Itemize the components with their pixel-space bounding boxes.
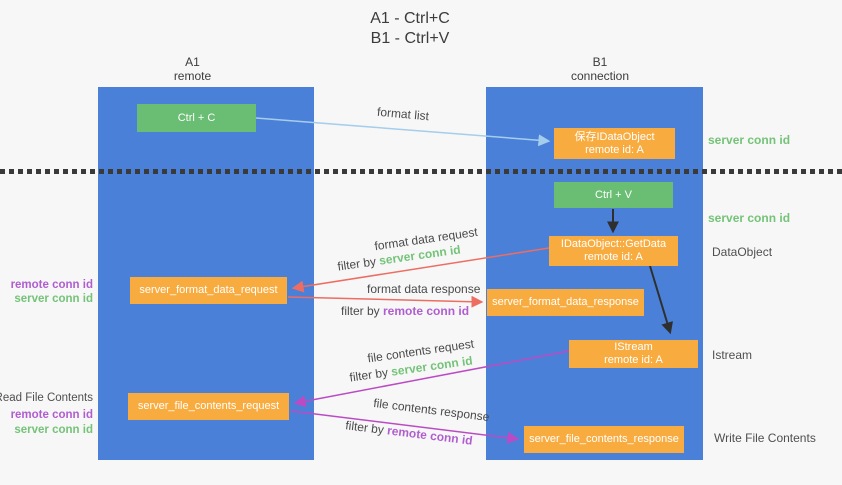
format-list-label: format list — [376, 104, 430, 124]
file-contents-response-label: file contents response — [372, 395, 491, 425]
ctrl-c-box: Ctrl + C — [137, 104, 256, 132]
server-format-data-request-label: server_format_data_request — [139, 284, 278, 296]
istream-line1: IStream — [614, 341, 653, 353]
server-format-data-response-box: server_format_data_response — [487, 289, 644, 316]
diagram-title-line2: B1 - Ctrl+V — [370, 30, 450, 47]
remote-conn-id-text: remote conn id — [386, 423, 474, 448]
server-file-contents-request-box: server_file_contents_request — [128, 393, 289, 420]
istream-side-label: Istream — [712, 348, 753, 362]
idataobject-getdata-line2: remote id: A — [584, 251, 643, 263]
filter-by-text: filter by — [336, 253, 381, 274]
format-data-response-filter-label: filter by remote conn id — [341, 304, 469, 318]
idataobject-getdata-box: IDataObject::GetData remote id: A — [549, 236, 678, 266]
server-conn-id-right-2: server conn id — [708, 211, 791, 225]
lifeline-header-a1: A1 remote — [90, 55, 295, 83]
ctrl-v-box: Ctrl + V — [554, 182, 673, 208]
server-conn-id-left-2: server conn id — [14, 424, 93, 436]
filter-by-text: filter by — [341, 304, 384, 318]
ctrl-v-label: Ctrl + V — [595, 188, 632, 201]
server-conn-id-right-1: server conn id — [708, 133, 791, 147]
istream-box: IStream remote id: A — [569, 340, 698, 368]
remote-conn-id-left-2: remote conn id — [10, 409, 93, 421]
server-format-data-request-box: server_format_data_request — [130, 277, 287, 304]
save-idataobject-line2: remote id: A — [585, 143, 644, 156]
format-data-response-arrow — [287, 295, 484, 308]
lifeline-a1-subtitle: remote — [173, 69, 212, 83]
remote-conn-id-text: remote conn id — [383, 304, 470, 318]
diagram-title-line1: A1 - Ctrl+C — [370, 10, 450, 27]
filter-by-text: filter by — [348, 364, 393, 385]
ctrl-c-label: Ctrl + C — [177, 111, 216, 124]
read-file-contents-label: Read File Contents — [0, 392, 93, 404]
lifeline-header-b1: B1 connection — [495, 55, 705, 83]
server-format-data-response-label: server_format_data_response — [492, 296, 639, 308]
lifeline-b1-title: B1 — [592, 55, 608, 69]
server-file-contents-response-label: server_file_contents_response — [529, 433, 679, 445]
server-file-contents-response-box: server_file_contents_response — [524, 426, 684, 453]
write-file-contents-label: Write File Contents — [714, 431, 816, 445]
idataobject-getdata-line1: IDataObject::GetData — [560, 238, 667, 250]
lifeline-b1-subtitle: connection — [570, 69, 630, 83]
file-contents-response-filter-label: filter by remote conn id — [345, 418, 474, 447]
filter-by-text: filter by — [344, 418, 389, 438]
dataobject-side-label: DataObject — [712, 245, 773, 259]
server-file-contents-request-label: server_file_contents_request — [137, 400, 280, 412]
lifeline-a1-title: A1 — [185, 55, 200, 69]
format-data-response-label: format data response — [367, 282, 481, 296]
session-divider-dotted-line — [0, 169, 842, 174]
save-idataobject-line1: 保存IDataObject — [574, 130, 655, 143]
save-idataobject-box: 保存IDataObject remote id: A — [554, 128, 675, 159]
server-conn-id-left-1: server conn id — [14, 293, 93, 305]
istream-line2: remote id: A — [604, 354, 663, 366]
remote-conn-id-left-1: remote conn id — [10, 279, 93, 291]
